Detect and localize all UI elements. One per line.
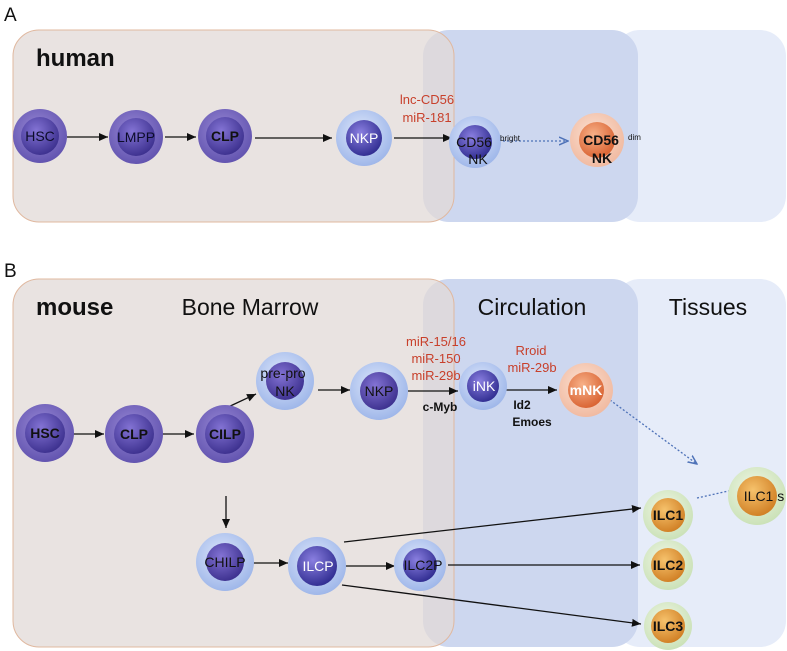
mouse-tf-ink-mnk-2: Emoes [512, 415, 552, 429]
mouse-ink-label: iNK [473, 378, 496, 394]
human-clp-cell: CLP [198, 109, 252, 163]
region-circulation-label: Circulation [478, 294, 587, 320]
mouse-mnk-label: mNK [570, 382, 603, 398]
mouse-ilc1-label: ILC1 [653, 507, 684, 523]
mouse-species-label: mouse [36, 294, 113, 321]
mouse-prepronk-label-line1: pre-pro [260, 365, 305, 381]
mouse-regulator-nkp-ink-2: miR-150 [411, 351, 460, 366]
mouse-prepronk-label-line2: NK [275, 383, 295, 399]
human-cd56dim-label: CD56 [583, 132, 619, 148]
human-hsc-cell: HSC [13, 109, 67, 163]
mouse-clp-cell: CLP [105, 405, 163, 463]
mouse-ilc2p-label: ILC2P [404, 557, 443, 573]
mouse-chilp-label: CHILP [204, 554, 245, 570]
human-nkp-cell: NKP [336, 110, 392, 166]
arrow-ilcp-ilc1 [343, 505, 642, 543]
mouse-hsc-cell: HSC [16, 404, 74, 462]
arrow-ilcp-ilc3 [341, 584, 642, 627]
mouse-ilc2p-cell: ILC2P [394, 539, 446, 591]
human-lmpp-cell: LMPP [109, 110, 163, 164]
mouse-clp-label: CLP [120, 426, 148, 442]
mouse-bone-marrow-region [12, 278, 455, 648]
mouse-mnk-cell: mNK [559, 363, 613, 417]
mouse-regulator-ink-mnk-2: miR-29b [507, 360, 556, 375]
human-cd56bright-cell: CD56 bright NK [449, 116, 521, 168]
mouse-ilcp-label: ILCP [302, 558, 333, 574]
mouse-ilc1s-cell: ILC1 s [728, 467, 786, 525]
mouse-nkp-label: NKP [365, 383, 394, 399]
mouse-regulator-nkp-ink-1: miR-15/16 [406, 334, 466, 349]
human-cd56bright-nk-label: NK [468, 151, 488, 167]
panel-label-a: A [4, 5, 17, 26]
mouse-nkp-cell: NKP [350, 362, 408, 420]
mouse-regulator-nkp-ink-3: miR-29b [411, 368, 460, 383]
human-regulator-2: miR-181 [402, 110, 451, 125]
human-cd56dim-superscript: dim [628, 133, 641, 142]
panel-label-b: B [4, 261, 17, 282]
human-nkp-label: NKP [350, 130, 379, 146]
human-hsc-label: HSC [25, 128, 55, 144]
mouse-cilp-label: CILP [209, 426, 241, 442]
region-tissues-label: Tissues [669, 294, 747, 320]
human-tissue-region [614, 30, 786, 222]
mouse-cilp-cell: CILP [196, 405, 254, 463]
mouse-chilp-cell: CHILP [196, 533, 254, 591]
human-circulation-region [423, 30, 638, 222]
mouse-ilc3-label: ILC3 [653, 618, 684, 634]
mouse-tf-nkp-ink: c-Myb [423, 400, 458, 414]
mouse-tissues-region [614, 279, 786, 647]
mouse-ilc1s-label: ILC1 s [744, 488, 784, 504]
human-clp-label: CLP [211, 128, 239, 144]
mouse-ilcp-cell: ILCP [288, 537, 346, 595]
mouse-ilc2-cell: ILC2 [643, 540, 693, 590]
mouse-ilc2-label: ILC2 [653, 557, 684, 573]
mouse-ink-cell: iNK [459, 362, 507, 410]
mouse-regulator-ink-mnk-1: Rroid [515, 343, 546, 358]
mouse-hsc-label: HSC [30, 425, 60, 441]
human-cd56bright-superscript: bright [500, 134, 521, 143]
region-bone-marrow-label: Bone Marrow [182, 294, 319, 320]
mouse-prepronk-cell: pre-pro NK [256, 352, 314, 410]
mouse-ilc1-cell: ILC1 [643, 490, 693, 540]
human-cd56dim-nk-label: NK [592, 150, 612, 166]
human-cd56dim-cell: CD56 dim NK [570, 113, 641, 167]
human-species-label: human [36, 45, 115, 72]
mouse-tf-ink-mnk-1: Id2 [513, 398, 531, 412]
human-regulator-1: lnc-CD56 [400, 92, 454, 107]
human-lmpp-label: LMPP [117, 129, 155, 145]
mouse-ilc3-cell: ILC3 [644, 602, 692, 650]
human-cd56bright-label: CD56 [456, 134, 492, 150]
